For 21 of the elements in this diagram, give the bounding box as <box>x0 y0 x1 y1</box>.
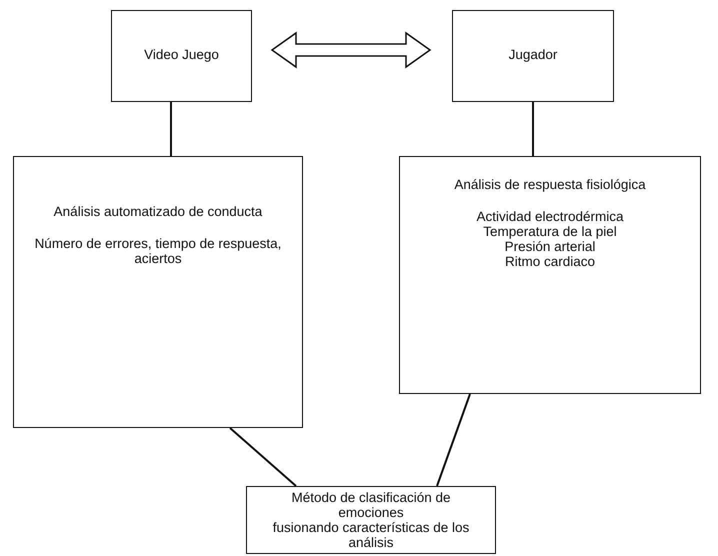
box-text: Presión arterial <box>504 239 596 254</box>
box-text: Video Juego <box>144 46 219 62</box>
box-text: Temperatura de la piel <box>483 224 617 239</box>
box-text: Número de errores, tiempo de respuesta, aciertos <box>34 236 282 266</box>
box-text: Método de clasificación de emociones <box>290 490 452 520</box>
connector-line <box>532 102 534 156</box>
box-text: Actividad electrodérmica <box>476 209 624 224</box>
connector-line <box>170 102 172 156</box>
connector-line <box>436 394 471 486</box>
box-text: Jugador <box>508 46 558 62</box>
double-arrow <box>270 32 432 68</box>
process-box <box>111 10 252 102</box>
box-text: fusionando características de los análisis <box>272 520 470 550</box>
box-text: Análisis automatizado de conducta <box>54 204 262 219</box>
process-box <box>399 156 701 394</box>
box-text: Análisis de respuesta fisiológica <box>454 177 646 192</box>
process-box <box>246 486 496 554</box>
box-text: Ritmo cardiaco <box>504 254 596 269</box>
process-box <box>13 156 303 428</box>
process-box <box>452 10 614 102</box>
connector-line <box>229 427 297 487</box>
